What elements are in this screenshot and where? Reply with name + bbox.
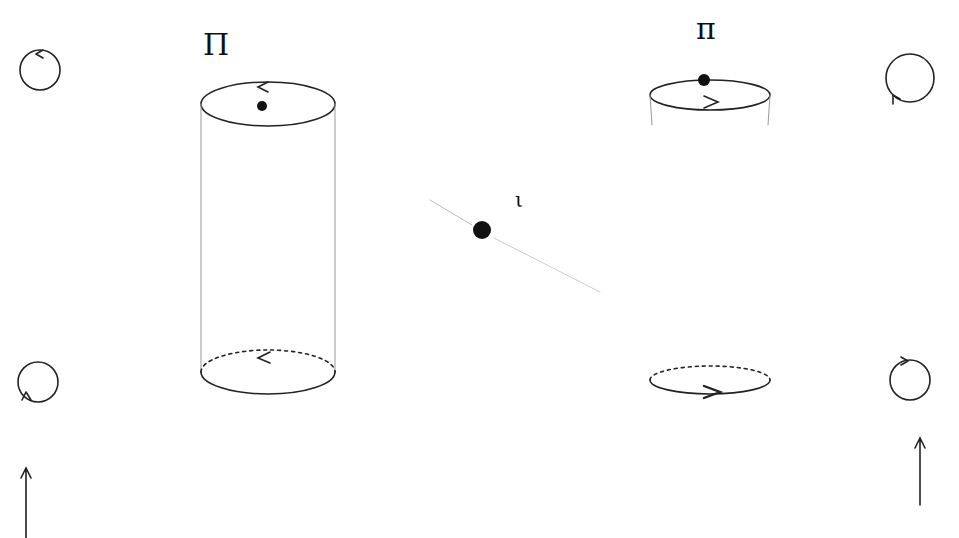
symbol-label: π bbox=[696, 14, 716, 44]
cylinder-bottom-back bbox=[650, 366, 770, 380]
rotation-arrow bbox=[901, 357, 908, 365]
cylinder-side bbox=[201, 104, 335, 372]
point bbox=[473, 221, 491, 239]
cylinder-bottom bbox=[201, 372, 335, 394]
symbol-label: ι bbox=[515, 190, 523, 210]
rotation-circle bbox=[18, 362, 58, 402]
symbol-label: Π bbox=[203, 30, 229, 60]
cylinder-top bbox=[201, 82, 335, 126]
faint-line bbox=[494, 238, 600, 292]
rotation-arrow bbox=[893, 95, 900, 104]
point bbox=[698, 74, 710, 86]
direction-arrow bbox=[704, 96, 718, 108]
rotation-arrow bbox=[22, 392, 31, 400]
point bbox=[257, 101, 267, 111]
rotation-circle bbox=[20, 50, 60, 90]
up-arrow bbox=[21, 468, 31, 538]
faint-line bbox=[430, 200, 472, 225]
direction-arrow bbox=[258, 82, 268, 92]
rotation-arrow bbox=[36, 50, 43, 58]
cylinder-bottom-back bbox=[201, 350, 335, 372]
direction-arrow bbox=[704, 386, 720, 398]
direction-arrow bbox=[258, 352, 270, 363]
up-arrow bbox=[915, 438, 925, 505]
cylinder-side bbox=[650, 95, 770, 125]
cylinder-top bbox=[650, 80, 770, 110]
rotation-circle bbox=[890, 360, 930, 400]
